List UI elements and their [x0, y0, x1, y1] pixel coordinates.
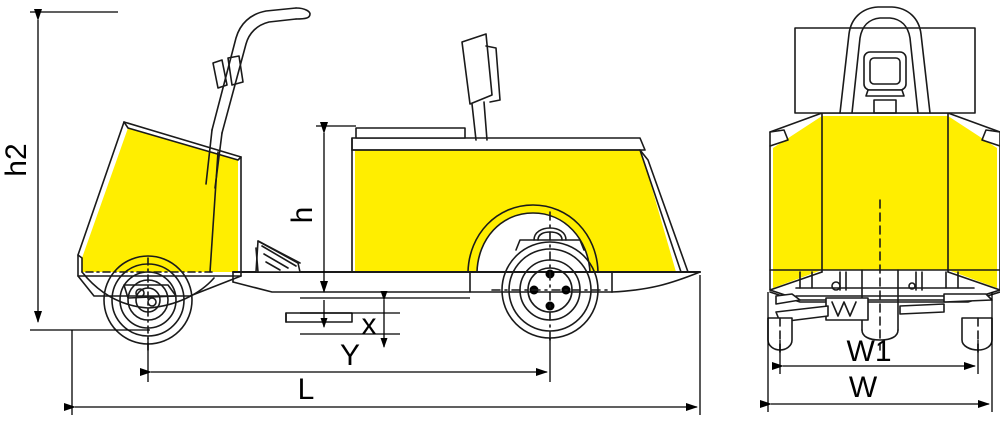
- dimension-overall-length: [64, 275, 701, 415]
- axle-cap: [533, 227, 567, 241]
- tiller-lower-arm: [205, 129, 223, 189]
- butterfly-control-right: [227, 55, 244, 86]
- seat-backrest-side: [485, 45, 501, 103]
- undercarriage-plate-right: [943, 293, 993, 303]
- front-hood-outline: [77, 121, 242, 277]
- wheel-right: [961, 317, 993, 351]
- front-hood-yellow: [82, 128, 238, 272]
- caster-cover: [81, 271, 215, 309]
- front-hood-bottom-band: [77, 254, 83, 273]
- dimension-label-W: W: [849, 371, 878, 404]
- axle-support-left: [799, 271, 813, 289]
- front-body-panel-yellow: [822, 116, 948, 270]
- rear-body: [351, 149, 689, 273]
- dimension-label-W1: W1: [847, 335, 892, 368]
- axle-support-right: [945, 271, 959, 289]
- hydraulic-cyl-right: [915, 271, 923, 291]
- control-display: [863, 51, 907, 97]
- caster-centerlines: [85, 257, 215, 351]
- seat-cushion: [355, 127, 466, 139]
- rear-drive-wheel: [491, 211, 609, 346]
- front-left-fender-notch: [769, 129, 789, 147]
- dimension-label-Y: Y: [340, 339, 360, 372]
- dimension-label-h: h: [286, 207, 319, 224]
- rear-tow-coupling: [285, 312, 353, 323]
- seat-backrest: [461, 33, 493, 105]
- fitting-left: [831, 281, 841, 291]
- front-hood-top-edge: [123, 121, 242, 161]
- tiller-arm: [211, 7, 297, 131]
- caster-fork: [123, 284, 177, 299]
- front-view-dimensions: [760, 292, 993, 412]
- seat-backrest-stem: [471, 101, 488, 141]
- dimension-x: [300, 291, 400, 348]
- front-yellow-fills: [773, 116, 997, 288]
- front-right-fender-notch: [981, 129, 1000, 147]
- center-wheel: [861, 329, 899, 341]
- caster-hub-2: [147, 297, 157, 307]
- dimension-W: [760, 292, 993, 412]
- foot-pedal: [255, 240, 301, 273]
- dimension-label-L: L: [298, 373, 315, 406]
- dimension-label-x: x: [362, 308, 377, 341]
- rear-fender-arch-outer: [467, 204, 599, 273]
- dimension-label-h2: h2: [0, 143, 33, 176]
- rear-fender-arch: [476, 212, 591, 273]
- deck-and-seat: [351, 33, 646, 151]
- front-tiller-handle-u: [839, 6, 931, 114]
- chassis-frame: [232, 271, 701, 293]
- dimension-L: [140, 338, 551, 382]
- deck-platform-top: [351, 137, 646, 151]
- side-elevation-view: [77, 7, 701, 351]
- fitting-right: [908, 282, 916, 290]
- rear-body-yellow: [355, 150, 676, 272]
- undercarriage-plate-left: [775, 293, 801, 305]
- rear-body-rear-edge: [639, 149, 689, 273]
- dimension-h2: [30, 9, 150, 331]
- butterfly-control-left: [212, 59, 228, 89]
- dimension-W1: [772, 340, 979, 374]
- side-view-dimensions: [30, 9, 701, 415]
- front-elevation-view: [767, 6, 1000, 356]
- caster-hub: [135, 288, 145, 298]
- front-right-fender-yellow: [948, 116, 997, 288]
- link-arm-right: [899, 303, 945, 315]
- tiller-assembly: [205, 7, 311, 189]
- tiller-handle-grip: [295, 7, 311, 20]
- front-left-fender-yellow: [773, 116, 822, 288]
- yellow-body-fills: [82, 128, 676, 272]
- tiller-arm-inner: [221, 18, 297, 134]
